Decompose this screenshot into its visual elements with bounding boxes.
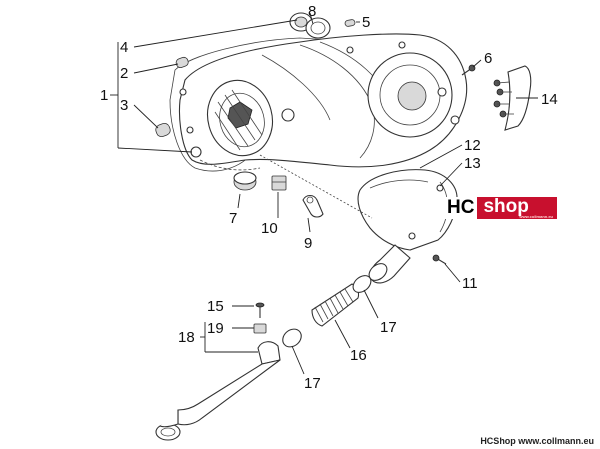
callout-9: 9 xyxy=(304,235,312,252)
callout-3: 3 xyxy=(120,97,128,114)
callout-17-upper: 17 xyxy=(380,319,397,336)
footer-credit: HCShop www.collmann.eu xyxy=(480,436,594,446)
callout-10: 10 xyxy=(261,220,278,237)
logo-hc: HC xyxy=(444,197,478,219)
dowel-pins xyxy=(155,56,189,138)
callout-5: 5 xyxy=(362,14,370,31)
callout-11: 11 xyxy=(462,275,478,292)
air-duct-housing xyxy=(259,154,458,284)
hose-clamp-upper xyxy=(352,275,372,293)
oil-seal-bearing xyxy=(289,12,331,39)
callout-15: 15 xyxy=(207,298,224,315)
callout-14: 14 xyxy=(541,91,558,108)
logo-tag: www.collmann.eu xyxy=(519,214,553,219)
duct-screw xyxy=(432,254,447,265)
hose-clamp-lower xyxy=(282,328,302,348)
callout-2: 2 xyxy=(120,65,128,82)
callout-13: 13 xyxy=(464,155,481,172)
leader-lines xyxy=(110,12,538,375)
callout-16: 16 xyxy=(350,347,367,364)
small-clip xyxy=(271,175,287,191)
callout-17-lower: 17 xyxy=(304,375,321,392)
plug-cap xyxy=(233,171,257,191)
callout-12: 12 xyxy=(464,137,481,154)
transmission-cover xyxy=(169,33,468,172)
callout-8: 8 xyxy=(308,3,316,20)
callout-labels: 1 2 3 4 5 6 7 8 9 10 11 12 13 14 15 16 1… xyxy=(100,3,558,392)
callout-6: 6 xyxy=(484,50,492,67)
callout-4: 4 xyxy=(120,39,128,56)
logo-shop: shop www.collmann.eu xyxy=(477,197,557,219)
logo-shop-text: shop xyxy=(483,196,529,217)
intake-pipe xyxy=(155,341,281,441)
callout-19: 19 xyxy=(207,320,224,337)
hcshop-logo: HC shop www.collmann.eu xyxy=(444,197,557,219)
pipe-screw xyxy=(255,302,265,318)
corrugated-hose xyxy=(311,283,360,327)
callout-1: 1 xyxy=(100,87,108,104)
locating-pin xyxy=(344,19,356,27)
hose-bracket xyxy=(302,194,324,218)
pipe-clip xyxy=(253,323,267,334)
callout-7: 7 xyxy=(229,210,237,227)
callout-18: 18 xyxy=(178,329,195,346)
